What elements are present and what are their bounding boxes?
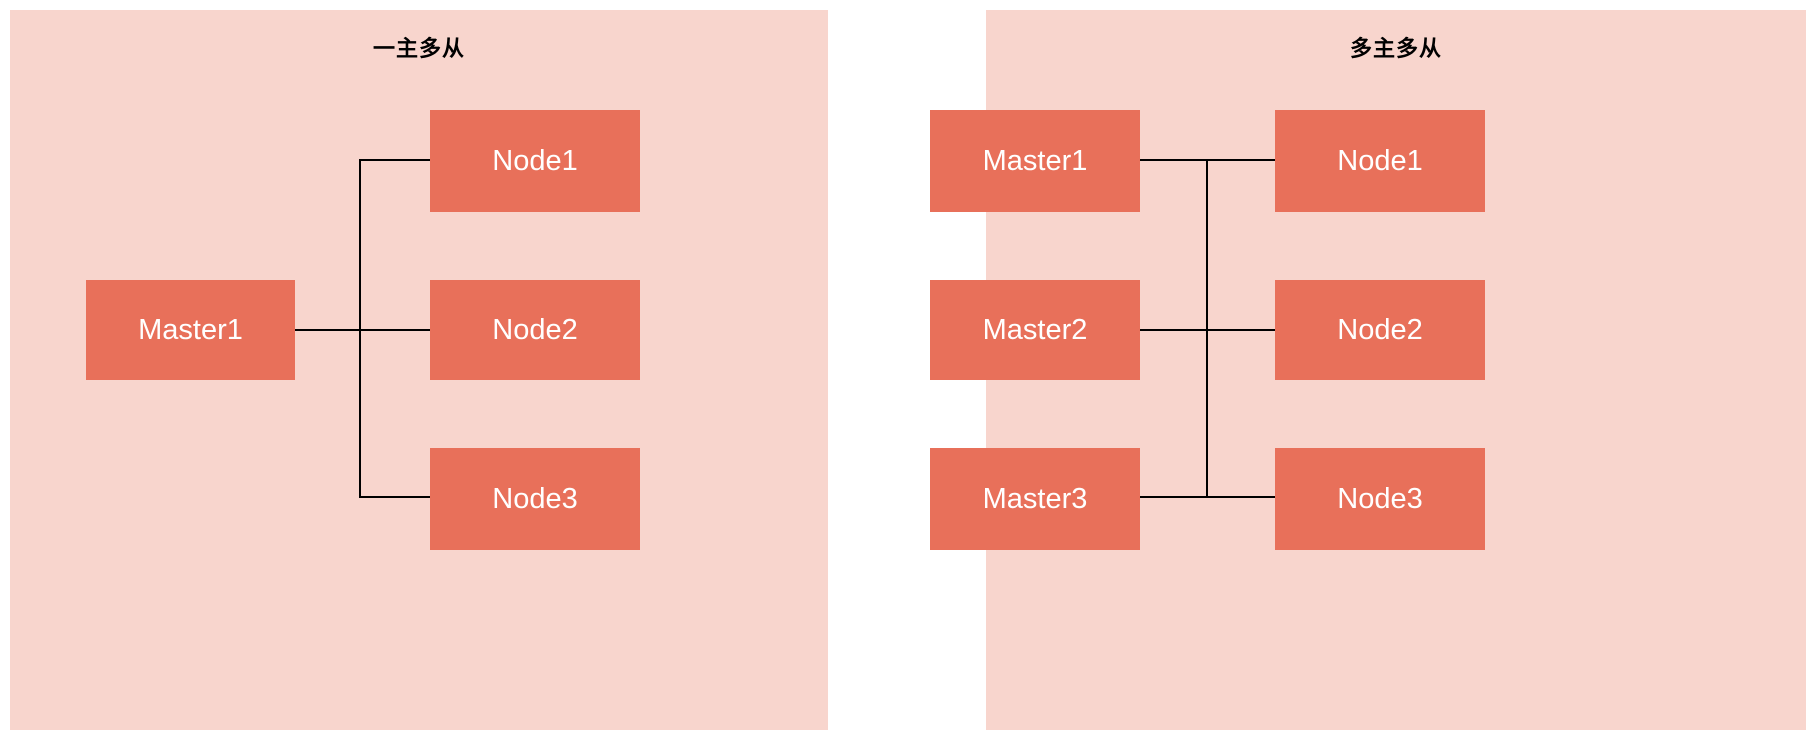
panel-title-single-master: 一主多从 bbox=[372, 36, 465, 61]
connector-left-stub-master-to-node2 bbox=[294, 329, 431, 331]
box-right-node-2[interactable]: Node2 bbox=[1275, 280, 1485, 380]
box-right-master-3[interactable]: Master3 bbox=[930, 448, 1140, 550]
box-label: Node1 bbox=[1337, 144, 1423, 177]
box-right-master-1[interactable]: Master1 bbox=[930, 110, 1140, 212]
box-right-node-1[interactable]: Node1 bbox=[1275, 110, 1485, 212]
connector-left-stub-node-3 bbox=[359, 496, 431, 498]
box-label: Master1 bbox=[138, 313, 243, 346]
box-label: Master3 bbox=[982, 482, 1088, 515]
box-label: Master2 bbox=[982, 313, 1088, 346]
connector-left-stub-node-1 bbox=[359, 159, 431, 161]
box-left-node-2[interactable]: Node2 bbox=[430, 280, 640, 380]
connector-right-link-row-2 bbox=[1139, 329, 1276, 331]
box-label: Node3 bbox=[1337, 482, 1423, 515]
connector-right-link-row-1 bbox=[1139, 159, 1276, 161]
box-label: Master1 bbox=[982, 144, 1088, 177]
panel-title-multi-master: 多主多从 bbox=[1349, 36, 1442, 61]
box-left-node-3[interactable]: Node3 bbox=[430, 448, 640, 550]
box-label: Node1 bbox=[492, 144, 578, 177]
box-right-node-3[interactable]: Node3 bbox=[1275, 448, 1485, 550]
box-label: Node3 bbox=[492, 482, 578, 515]
connector-right-trunk-vertical bbox=[1206, 159, 1208, 497]
box-label: Node2 bbox=[492, 313, 578, 346]
box-left-master-1[interactable]: Master1 bbox=[86, 280, 295, 380]
box-left-node-1[interactable]: Node1 bbox=[430, 110, 640, 212]
box-label: Node2 bbox=[1337, 313, 1423, 346]
box-right-master-2[interactable]: Master2 bbox=[930, 280, 1140, 380]
connector-right-link-row-3 bbox=[1139, 496, 1276, 498]
